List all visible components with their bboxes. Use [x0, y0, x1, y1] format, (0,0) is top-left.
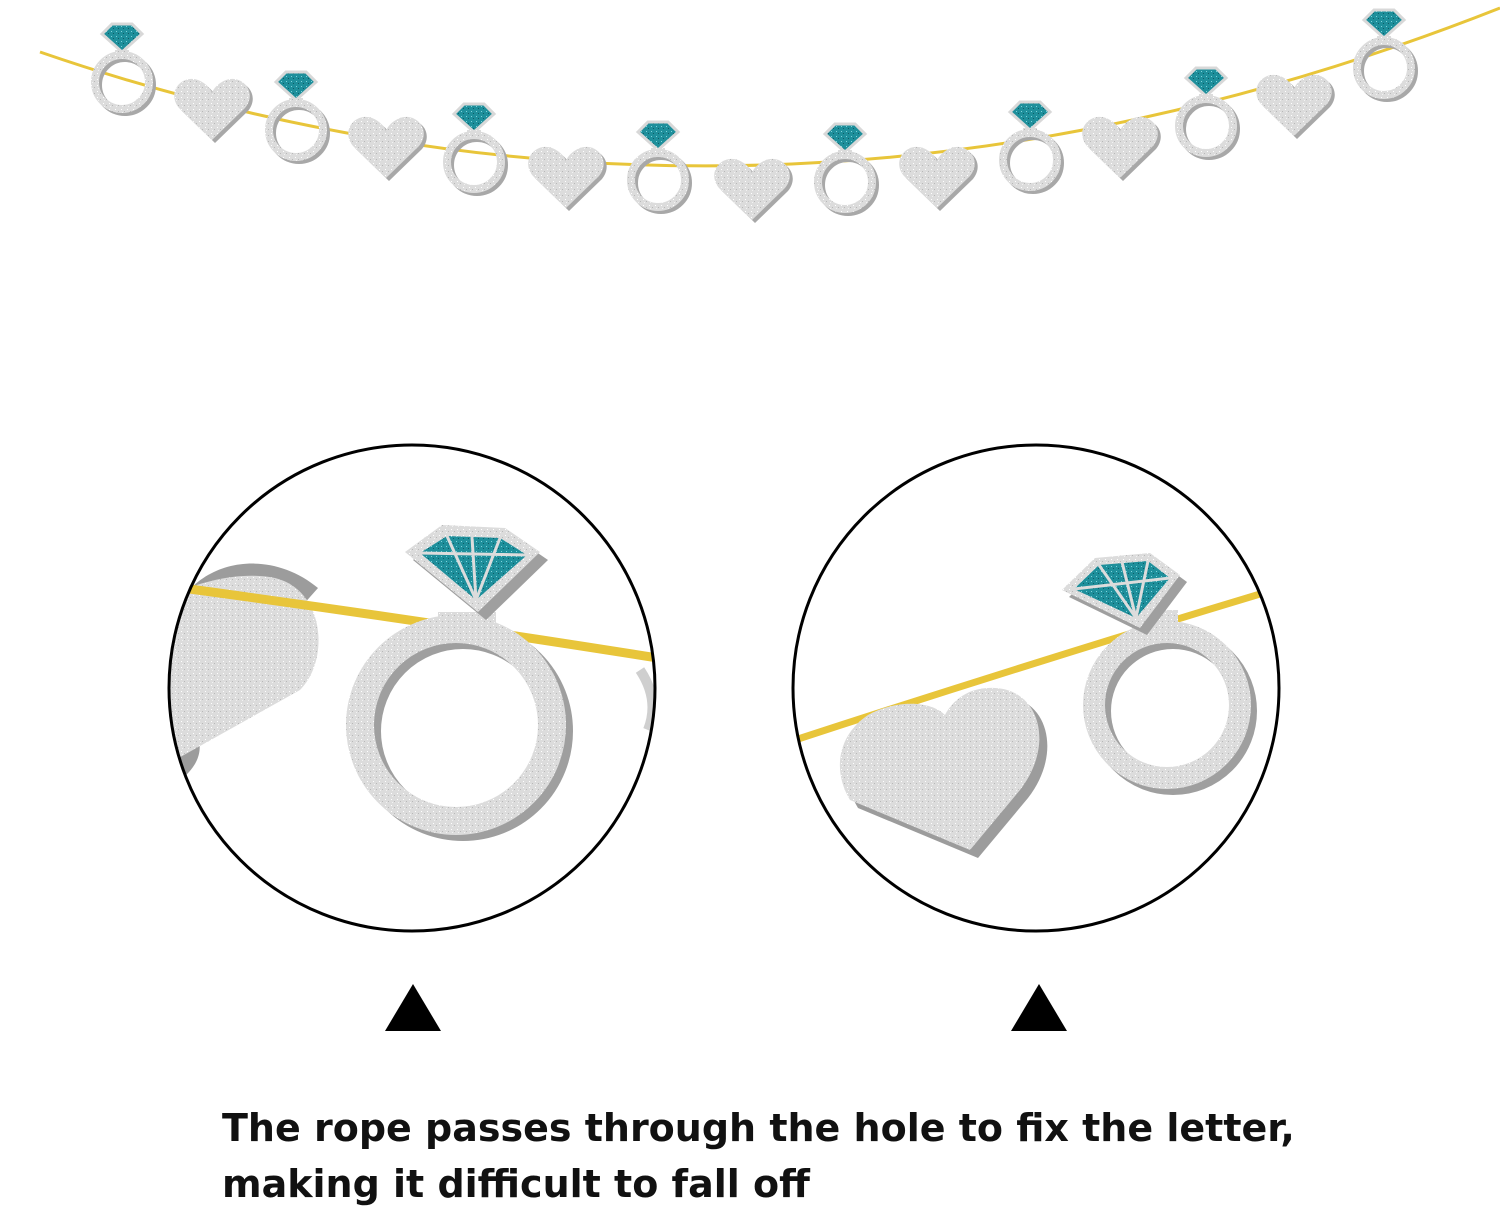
heart-icon [899, 146, 978, 211]
garland-banner [39, 6, 1500, 223]
heart-icon [839, 687, 1048, 858]
detail-circle-right [791, 443, 1281, 933]
caption-line-1: The rope passes through the hole to fix … [222, 1106, 1295, 1150]
rope-closeup [169, 580, 655, 665]
ring-icon [999, 100, 1064, 194]
ring-icon [1353, 8, 1418, 102]
diamond-icon [99, 22, 145, 55]
caption-line-2: making it difficult to fall off [222, 1162, 810, 1206]
heart-icon [714, 158, 793, 223]
triangle-up-icon [1011, 984, 1067, 1031]
ring-icon [443, 102, 508, 196]
detail-views [167, 443, 1281, 1031]
ring-icon [265, 70, 330, 164]
ring-icon [814, 122, 879, 216]
ring-icon [346, 525, 573, 841]
ring-icon [1175, 66, 1240, 160]
heart-icon [528, 146, 607, 211]
detail-frame-right [791, 443, 1281, 933]
diamond-icon [635, 120, 681, 153]
heart-icon [1256, 74, 1335, 139]
diamond-icon [273, 70, 319, 103]
diamond-icon [451, 102, 497, 135]
diamond-icon [1183, 66, 1229, 99]
ring-icon [91, 22, 156, 116]
ring-icon [627, 120, 692, 214]
diamond-icon [1007, 100, 1053, 133]
heart-icon [169, 575, 319, 770]
triangle-up-icon [385, 984, 441, 1031]
diamond-icon [1361, 8, 1407, 41]
diamond-icon [822, 122, 868, 155]
rope-closeup [793, 581, 1279, 744]
ring-icon [1062, 553, 1257, 795]
heart-icon [348, 116, 427, 181]
heart-icon [174, 78, 253, 143]
detail-circle-left [167, 443, 657, 933]
heart-icon [1082, 116, 1161, 181]
detail-frame-left [167, 443, 657, 933]
